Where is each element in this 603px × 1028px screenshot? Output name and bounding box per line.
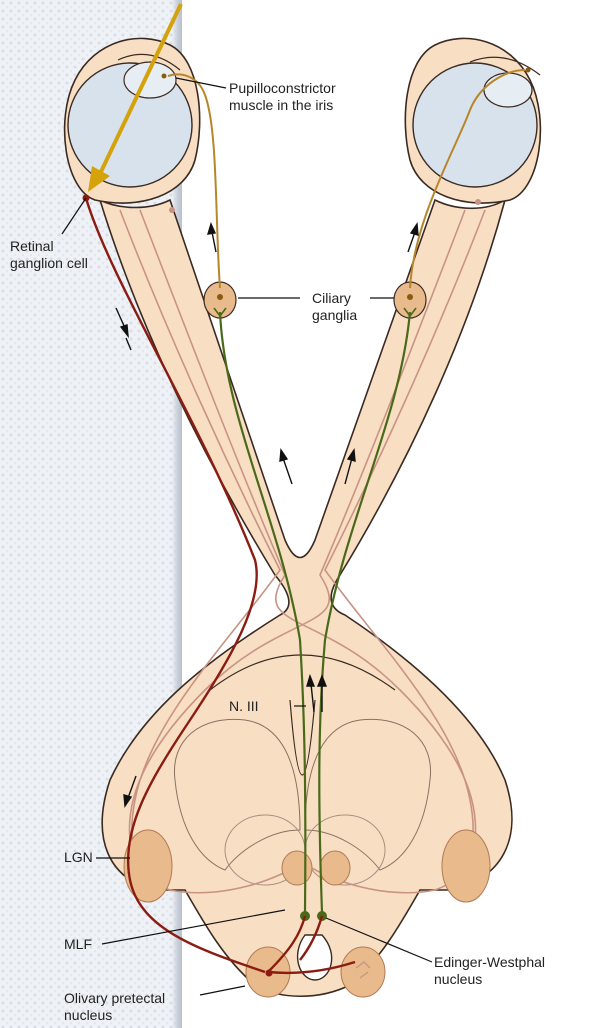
left-eye [65, 38, 200, 203]
retinal-ganglion-left-alt [169, 207, 175, 213]
ciliary-cell-left [217, 294, 223, 300]
label-edinger-westphal: Edinger-Westphal nucleus [434, 954, 545, 988]
label-ciliary-ganglia: Ciliary ganglia [312, 290, 357, 324]
pretectal-neuron-left [266, 970, 273, 977]
lgn-right [442, 830, 490, 902]
retinal-ganglion-right [475, 199, 481, 205]
lgn-left [124, 830, 172, 902]
iris-terminal-right [526, 68, 531, 73]
label-pupilloconstrictor: Pupilloconstrictor muscle in the iris [229, 80, 336, 114]
ciliary-cell-right [407, 294, 413, 300]
right-eye [405, 38, 540, 203]
iris-terminal-left [162, 74, 167, 79]
label-lgn: LGN [64, 849, 93, 866]
label-retinal-ganglion-cell: Retinal ganglion cell [10, 238, 88, 272]
mlf-right [320, 851, 350, 885]
label-mlf: MLF [64, 936, 92, 953]
label-olivary-pretectal: Olivary pretectal nucleus [64, 990, 165, 1024]
mlf-left [282, 851, 312, 885]
pretectal-right [341, 947, 385, 997]
label-n-iii: N. III [229, 698, 259, 715]
